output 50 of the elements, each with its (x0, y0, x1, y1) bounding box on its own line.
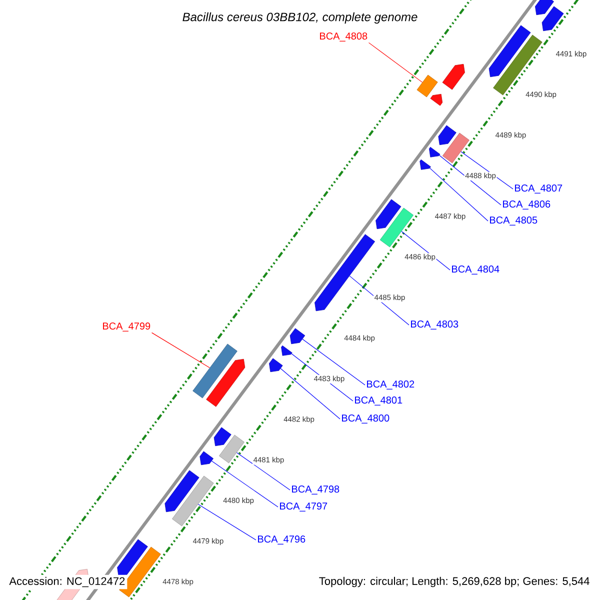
leader-line (460, 151, 514, 190)
gene-feature (420, 159, 431, 170)
gene-feature (172, 476, 214, 526)
title: Bacillus cereus 03BB102, complete genome (182, 12, 418, 24)
gene-feature (192, 344, 238, 398)
gene-feature (214, 427, 232, 446)
genome-summary: Topology: circular; Length: 5,269,628 bp; Genes: 5,544 (316, 574, 592, 590)
gene-label: BCA_4800 (342, 414, 390, 424)
gene-feature (416, 74, 438, 98)
gene-label: BCA_4805 (490, 216, 538, 226)
leader-line (280, 368, 340, 420)
gene-feature (430, 94, 443, 106)
gene-feature (281, 345, 292, 356)
leader-line (302, 338, 366, 386)
gene-feature (117, 539, 148, 576)
leader-line (439, 155, 502, 206)
gene-label: BCA_4801 (355, 396, 402, 406)
gene-feature (206, 358, 246, 407)
gene-feature (442, 132, 470, 164)
gene-feature (442, 64, 465, 90)
gene-label: BCA_4806 (503, 200, 550, 210)
leader-line (211, 460, 278, 508)
gene-label: BCA_4796 (258, 536, 306, 544)
gene-feature (269, 358, 283, 372)
gene-label: BCA_4803 (411, 320, 458, 330)
leader-line (198, 504, 256, 540)
gene-label: BCA_4802 (367, 380, 414, 390)
gene-feature (488, 25, 531, 78)
gene-feature (200, 451, 214, 466)
gene-feature (429, 146, 440, 158)
gene-feature (314, 234, 376, 312)
gene-feature (535, 0, 554, 16)
leader-line (368, 42, 423, 83)
leader-line (151, 332, 210, 368)
gene-feature (376, 199, 402, 230)
gene-feature (380, 208, 414, 248)
leader-line (430, 168, 488, 222)
gene-feature (290, 328, 306, 344)
gene-label: BCA_4799 (103, 322, 150, 332)
accession-label: Accession: NC_012472 (7, 574, 128, 590)
gene-feature (493, 34, 542, 96)
gene-label: BCA_4807 (515, 184, 562, 194)
gene-label: BCA_4804 (452, 266, 500, 274)
gene-label: BCA_4808 (320, 32, 368, 42)
gene-label: BCA_4798 (292, 486, 340, 494)
gene-feature (218, 434, 244, 464)
gene-label: BCA_4797 (280, 502, 328, 512)
leader-line (236, 452, 290, 490)
gene-feature (438, 125, 456, 146)
gene-feature (164, 470, 200, 512)
